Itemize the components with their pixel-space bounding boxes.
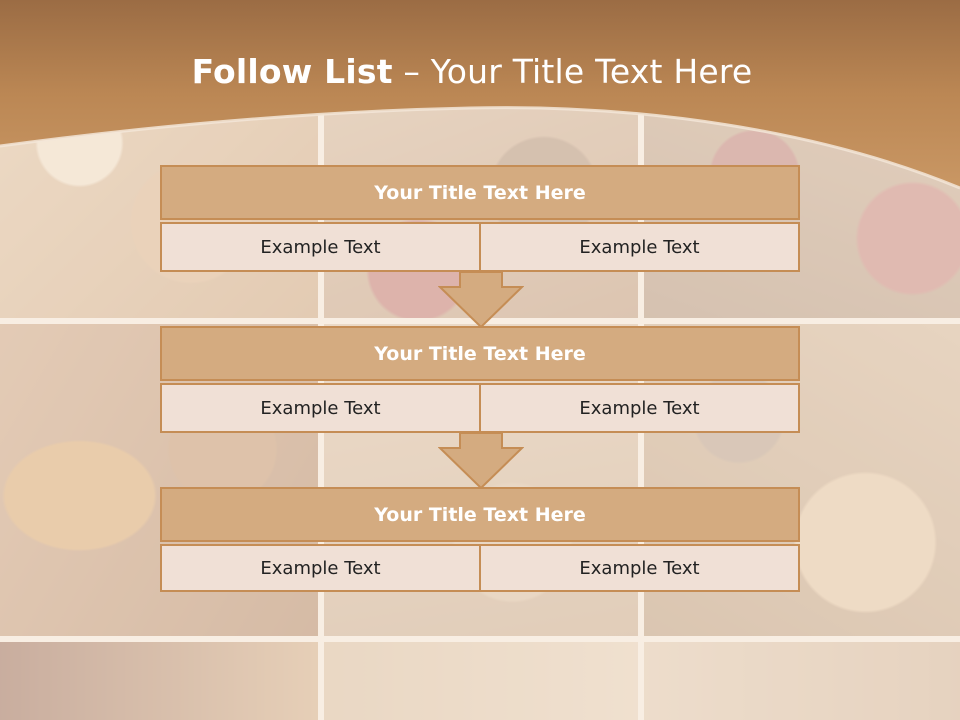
list-block-3: Your Title Text Here Example Text Exampl… <box>160 487 800 592</box>
block-left-cell: Example Text <box>160 544 481 592</box>
down-arrow-icon <box>438 432 524 490</box>
block-right-cell: Example Text <box>479 383 800 433</box>
down-arrow-icon <box>438 271 524 329</box>
block-title: Your Title Text Here <box>160 165 800 220</box>
block-right-cell: Example Text <box>479 544 800 592</box>
block-left-cell: Example Text <box>160 222 481 272</box>
header-band-shape <box>0 0 960 190</box>
slide-title: Follow List – Your Title Text Here <box>0 52 944 91</box>
list-block-1: Your Title Text Here Example Text Exampl… <box>160 165 800 272</box>
header-band: Follow List – Your Title Text Here <box>0 0 960 200</box>
slide-title-rest: – Your Title Text Here <box>392 52 753 91</box>
list-block-2: Your Title Text Here Example Text Exampl… <box>160 326 800 433</box>
block-title: Your Title Text Here <box>160 326 800 381</box>
slide-title-bold: Follow List <box>191 52 393 91</box>
block-title: Your Title Text Here <box>160 487 800 542</box>
block-right-cell: Example Text <box>479 222 800 272</box>
block-left-cell: Example Text <box>160 383 481 433</box>
